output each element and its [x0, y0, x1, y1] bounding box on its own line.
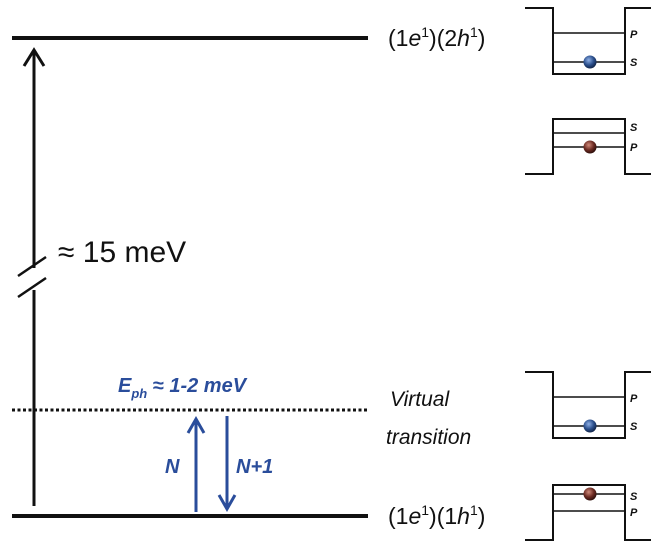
axis-break-icon	[18, 257, 46, 297]
well-label: P	[630, 29, 638, 41]
lower-level-label: (1e1)(1h1)	[388, 502, 485, 529]
virtual-transition-line1: Virtual	[390, 388, 450, 411]
well-label: P	[630, 142, 638, 154]
well-label: S	[630, 122, 638, 134]
well-label: S	[630, 491, 638, 503]
well-label: S	[630, 421, 638, 433]
absorb-label: N	[165, 456, 180, 478]
emit-arrow	[219, 416, 235, 509]
energy-gap-label: ≈ 15 meV	[58, 236, 186, 269]
carrier-dot	[584, 56, 597, 69]
well-label: P	[630, 393, 638, 405]
quantum-well-1: P S	[525, 8, 651, 74]
upper-level-label: (1e1)(2h1)	[388, 24, 485, 51]
quantum-well-4: S P	[525, 485, 651, 540]
carrier-dot	[584, 141, 597, 154]
well-label: S	[630, 57, 638, 69]
carrier-dot	[584, 420, 597, 433]
virtual-transition-line2: transition	[386, 426, 471, 449]
well-label: P	[630, 507, 638, 519]
phonon-energy-label: Eph ≈ 1-2 meV	[118, 375, 248, 401]
excitation-arrow	[24, 50, 44, 506]
emit-label: N+1	[236, 456, 273, 478]
quantum-well-2: S P	[525, 119, 651, 174]
quantum-well-3: P S	[525, 372, 651, 438]
carrier-dot	[584, 488, 597, 501]
absorb-arrow	[188, 419, 204, 512]
